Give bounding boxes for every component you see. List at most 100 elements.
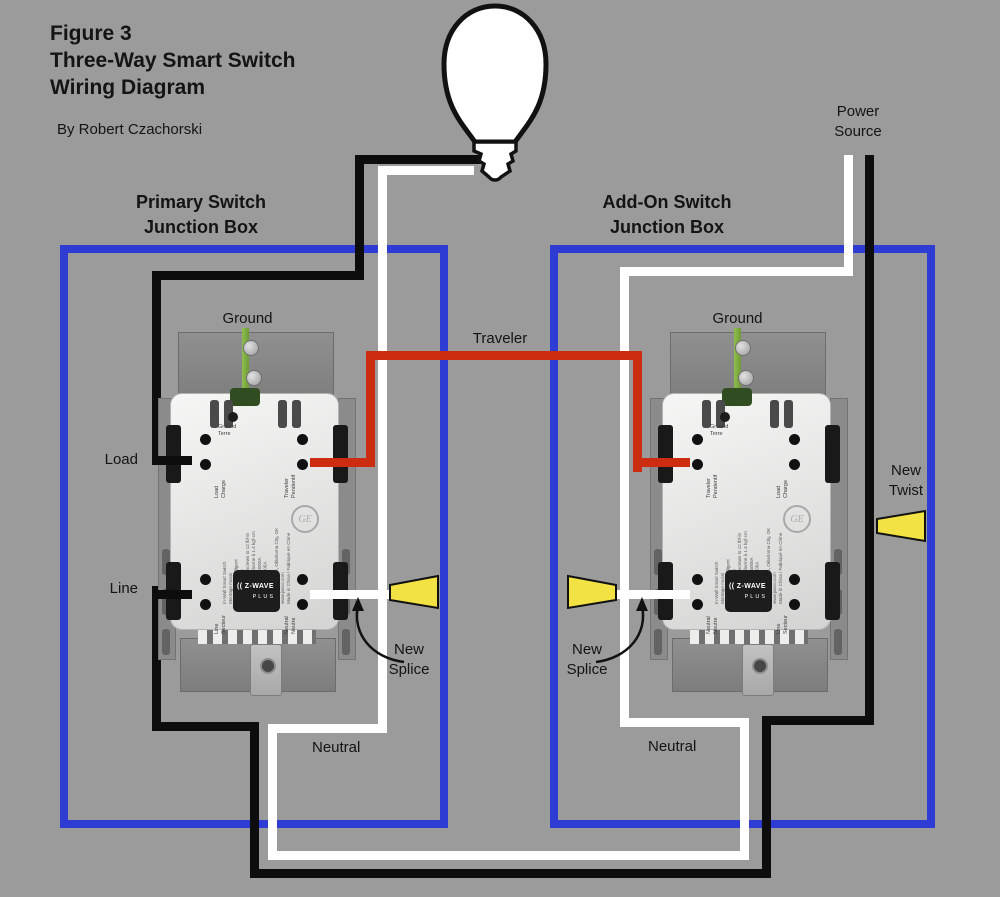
white-wire-segment bbox=[268, 724, 387, 733]
ground-label-right: Ground bbox=[712, 310, 763, 327]
line-wire-stub bbox=[152, 590, 192, 599]
black-wire-segment bbox=[152, 586, 161, 731]
zwave-plus-text: PLUS bbox=[252, 594, 275, 600]
addon-box-title: Add-On Switch Junction Box bbox=[602, 192, 732, 237]
red-wire-segment bbox=[633, 351, 642, 472]
black-wire-segment bbox=[152, 722, 259, 731]
vent-slot bbox=[784, 400, 793, 428]
ground-terminal bbox=[230, 388, 260, 406]
white-wire-segment bbox=[844, 155, 853, 276]
white-wire-segment bbox=[620, 267, 629, 727]
ground-screw bbox=[243, 340, 259, 356]
white-wire-segment bbox=[378, 166, 387, 733]
load-terminal bbox=[166, 425, 181, 483]
right-splice-wire-nut bbox=[567, 574, 617, 610]
vent-slot bbox=[292, 400, 301, 428]
zwave-logo-text: (( Z-WAVE bbox=[729, 583, 766, 590]
neutral-wire-stub bbox=[612, 590, 690, 599]
ground-pigtail-wire bbox=[734, 328, 741, 400]
neutral-label-right: Neutral bbox=[648, 738, 697, 755]
white-wire-segment bbox=[740, 718, 749, 859]
line-label: Line bbox=[109, 580, 138, 597]
zwave-badge: (( Z-WAVE PLUS bbox=[725, 570, 772, 612]
ground-screw bbox=[735, 340, 751, 356]
new-twist-wire-nut bbox=[876, 509, 926, 543]
black-wire-segment bbox=[152, 271, 364, 280]
black-wire-segment bbox=[152, 271, 161, 465]
white-wire-segment bbox=[268, 724, 277, 859]
black-wire-segment bbox=[355, 155, 364, 280]
white-wire-segment bbox=[378, 166, 474, 175]
left-splice-wire-nut bbox=[389, 574, 439, 610]
terminal-screw bbox=[297, 459, 308, 470]
ground-terminal-screw bbox=[228, 412, 238, 422]
black-wire-segment bbox=[762, 716, 771, 878]
ground-label-left: Ground bbox=[222, 310, 273, 327]
traveler-wire-stub bbox=[310, 458, 374, 467]
mounting-screw bbox=[752, 658, 768, 674]
ground-terminal-screw bbox=[720, 412, 730, 422]
new-splice-label-left: New Splice bbox=[388, 641, 430, 678]
ground-pigtail-wire bbox=[242, 328, 249, 400]
white-wire-segment bbox=[268, 851, 749, 860]
zwave-badge: (( Z-WAVE PLUS bbox=[233, 570, 280, 612]
vent-slot bbox=[702, 400, 711, 428]
terminal-screw bbox=[789, 459, 800, 470]
traveler-label: Traveler bbox=[472, 330, 528, 347]
terminal-screw bbox=[297, 599, 308, 610]
traveler-terminal bbox=[658, 425, 673, 483]
white-wire-segment bbox=[620, 267, 853, 276]
terminal-screw bbox=[789, 434, 800, 445]
terminal-screw bbox=[692, 599, 703, 610]
vent-slot bbox=[770, 400, 779, 428]
red-wire-segment bbox=[366, 351, 375, 467]
addon-smart-switch: Ground Terre Traveler Pendentif Load Cha… bbox=[612, 328, 850, 698]
terminal-screw bbox=[200, 434, 211, 445]
ground-terminal bbox=[722, 388, 752, 406]
terminal-screw bbox=[692, 459, 703, 470]
line-terminal bbox=[825, 562, 840, 620]
mounting-tab bbox=[250, 644, 282, 696]
white-wire-segment bbox=[620, 718, 749, 727]
zwave-logo-text: (( Z-WAVE bbox=[237, 583, 274, 590]
load-wire-stub bbox=[152, 456, 192, 465]
ground-terminal-label: Ground Terre bbox=[218, 424, 237, 437]
terminal-screw bbox=[692, 434, 703, 445]
neutral-wire-stub bbox=[310, 590, 390, 599]
red-wire-segment bbox=[366, 351, 642, 360]
traveler-terminal bbox=[333, 425, 348, 483]
ge-logo: GE bbox=[783, 505, 811, 533]
load-label: Load bbox=[104, 451, 138, 468]
vent-slot bbox=[210, 400, 219, 428]
traveler-wire-stub bbox=[633, 458, 690, 467]
terminal-screw bbox=[789, 574, 800, 585]
new-twist-label: New Twist bbox=[888, 462, 924, 499]
terminal-screw bbox=[297, 574, 308, 585]
terminal-screw bbox=[200, 599, 211, 610]
vent-slot bbox=[278, 400, 287, 428]
load-terminal bbox=[825, 425, 840, 483]
strap-screw bbox=[738, 370, 754, 386]
zwave-plus-text: PLUS bbox=[744, 594, 767, 600]
black-wire-segment bbox=[355, 155, 480, 164]
neutral-label-left: Neutral bbox=[312, 739, 361, 756]
new-splice-label-right: New Splice bbox=[566, 641, 608, 678]
power-source-label: Power Source bbox=[834, 103, 882, 140]
terminal-screw bbox=[200, 574, 211, 585]
light-bulb bbox=[441, 3, 549, 182]
ge-logo: GE bbox=[291, 505, 319, 533]
ground-terminal-label: Ground Terre bbox=[710, 424, 729, 437]
terminal-screw bbox=[789, 599, 800, 610]
strap-screw bbox=[246, 370, 262, 386]
primary-box-title: Primary Switch Junction Box bbox=[135, 192, 267, 237]
byline: By Robert Czachorski bbox=[57, 121, 203, 138]
terminal-screw bbox=[297, 434, 308, 445]
black-wire-segment bbox=[762, 716, 874, 725]
black-wire-segment bbox=[250, 722, 259, 878]
primary-smart-switch: Ground Terre Load Charge Traveler Penden… bbox=[152, 328, 390, 698]
mounting-screw bbox=[260, 658, 276, 674]
black-wire-segment bbox=[250, 869, 771, 878]
black-wire-segment bbox=[865, 155, 874, 725]
